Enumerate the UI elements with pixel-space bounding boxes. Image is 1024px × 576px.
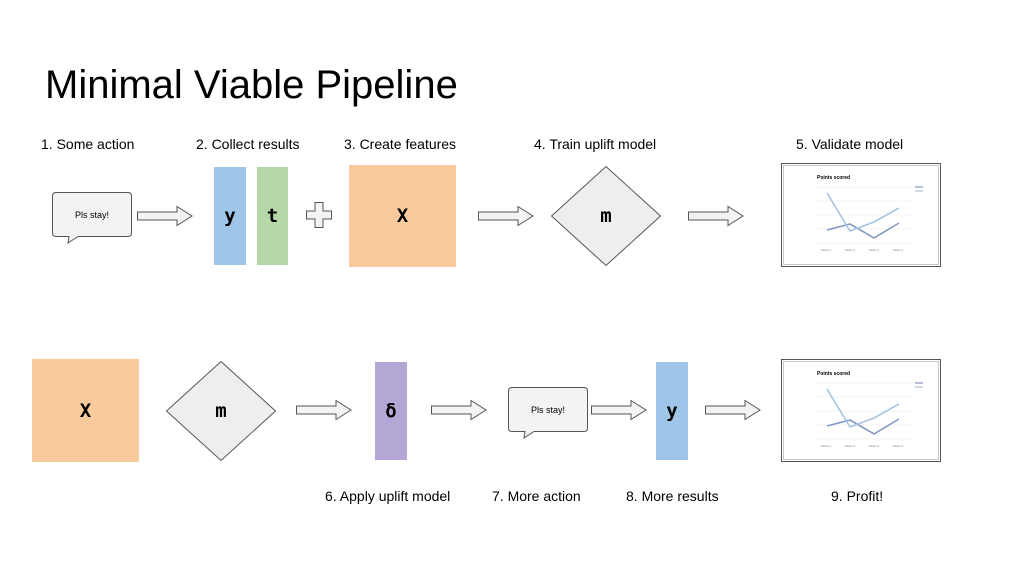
model-m-label-2: m <box>215 400 227 422</box>
validation-chart-thumbnail: Points scored Team 1 Team 2 Team 3 Team … <box>781 163 941 267</box>
speech-bubble-icon <box>52 192 132 245</box>
step-8-label: 8. More results <box>626 488 719 504</box>
mini-chart-tick: Team 1 <box>821 444 831 448</box>
mini-chart-tick: Team 2 <box>845 444 855 448</box>
arrow-icon <box>137 205 193 227</box>
step-4-label: 4. Train uplift model <box>534 136 657 152</box>
speech-bubble-2: Pls stay! <box>508 387 588 440</box>
arrow-icon <box>688 205 744 227</box>
step-5-label: 5. Validate model <box>796 136 904 152</box>
speech-bubble-icon <box>508 387 588 440</box>
step-1-label: 1. Some action <box>41 136 135 152</box>
diamond-icon <box>165 360 277 462</box>
treatment-t-column: t <box>257 167 288 265</box>
mini-chart-tick: Team 4 <box>893 248 903 252</box>
mini-chart-title: Points scored <box>817 175 850 181</box>
features-x-block-2: X <box>32 359 139 462</box>
outcome-y-column-2: y <box>656 362 688 460</box>
uplift-delta-column: δ <box>375 362 407 460</box>
arrow-icon <box>296 399 352 421</box>
arrow-icon <box>431 399 487 421</box>
step-9-label: 9. Profit! <box>831 488 884 504</box>
mini-chart-tick: Team 2 <box>845 248 855 252</box>
arrow-icon <box>478 205 534 227</box>
step-3-label: 3. Create features <box>344 136 457 152</box>
line-chart-icon: Points scored Team 1 Team 2 Team 3 Team … <box>781 359 941 462</box>
plus-icon <box>306 202 332 228</box>
line-chart-icon: Points scored Team 1 Team 2 Team 3 Team … <box>781 163 941 267</box>
speech-bubble-text-2: Pls stay! <box>530 404 565 415</box>
step-7-label: 7. More action <box>492 488 581 504</box>
page-title: Minimal Viable Pipeline <box>45 63 458 107</box>
outcome-y-column: y <box>214 167 246 265</box>
arrow-icon <box>591 399 647 421</box>
model-m-diamond-2: m <box>165 360 277 462</box>
step-6-label: 6. Apply uplift model <box>325 488 451 504</box>
model-m-diamond: m <box>550 165 662 267</box>
features-x-block: X <box>349 165 456 267</box>
speech-bubble-1: Pls stay! <box>52 192 132 245</box>
step-2-label: 2. Collect results <box>196 136 300 152</box>
mini-chart-title: Points scored <box>817 371 850 377</box>
mini-chart-tick: Team 1 <box>821 248 831 252</box>
model-m-label: m <box>600 205 612 227</box>
diamond-icon <box>550 165 662 267</box>
mini-chart-tick: Team 3 <box>869 248 879 252</box>
speech-bubble-text: Pls stay! <box>74 209 109 220</box>
mini-chart-tick: Team 4 <box>893 444 903 448</box>
profit-chart-thumbnail: Points scored Team 1 Team 2 Team 3 Team … <box>781 359 941 462</box>
mini-chart-tick: Team 3 <box>869 444 879 448</box>
arrow-icon <box>705 399 761 421</box>
